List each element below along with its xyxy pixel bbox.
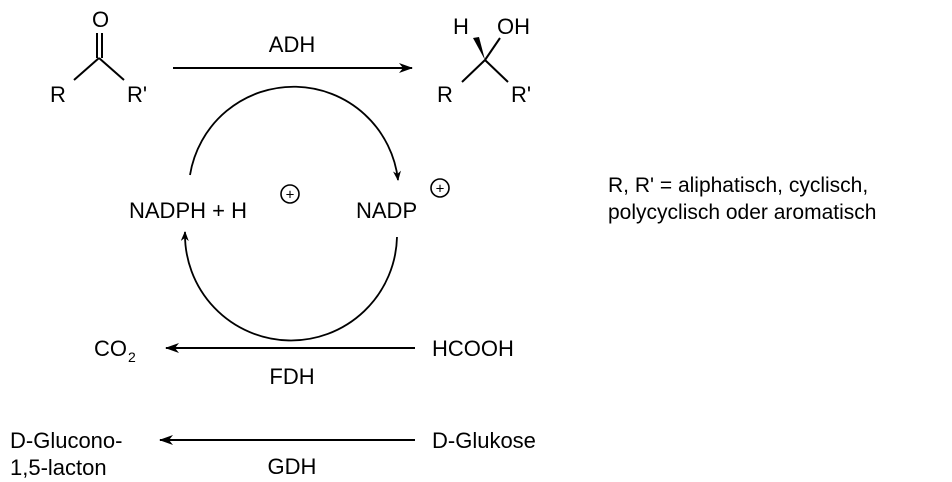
hash-wedge-bond [473,37,485,60]
nadp-label: NADP [356,198,417,223]
alcohol-structure: H OH R R' [437,14,531,107]
hcooh-label: HCOOH [432,336,514,361]
alcohol-oh: OH [497,14,530,39]
c-oh-bond [484,37,501,61]
ketone-bond-r [73,57,100,81]
upper-cycle-arrow [189,85,401,181]
nadph-label: NADPH + H [129,198,247,223]
co2-subscript: 2 [128,349,136,365]
glucose-label: D-Glukose [432,428,536,453]
gluconolactone-line2: 1,5-lacton [10,455,107,480]
nadp-charge-icon: + [430,178,450,198]
adh-label: ADH [269,32,315,57]
alcohol-bond-r2 [484,59,509,83]
svg-text:+: + [286,187,295,204]
alcohol-r-prime: R' [511,82,531,107]
alcohol-h: H [453,14,469,39]
alcohol-r: R [437,82,453,107]
ketone-structure: O R R' [50,7,147,107]
ketone-oxygen: O [92,7,109,32]
gdh-label: GDH [268,454,317,479]
fdh-label: FDH [269,364,314,389]
substituent-note-line1: R, R' = aliphatisch, cyclisch, [608,174,868,197]
h-charge-icon: + [280,184,300,204]
lower-cycle-arrow [180,231,398,342]
ketone-r: R [50,82,66,107]
alcohol-bond-r [461,59,486,83]
svg-text:+: + [436,181,445,198]
co2-label: CO [94,336,127,361]
substituent-note-line2: polycyclisch oder aromatisch [608,201,876,224]
gluconolactone-line1: D-Glucono- [10,428,122,453]
ketone-bond-r2 [98,57,125,81]
ketone-r-prime: R' [127,82,147,107]
